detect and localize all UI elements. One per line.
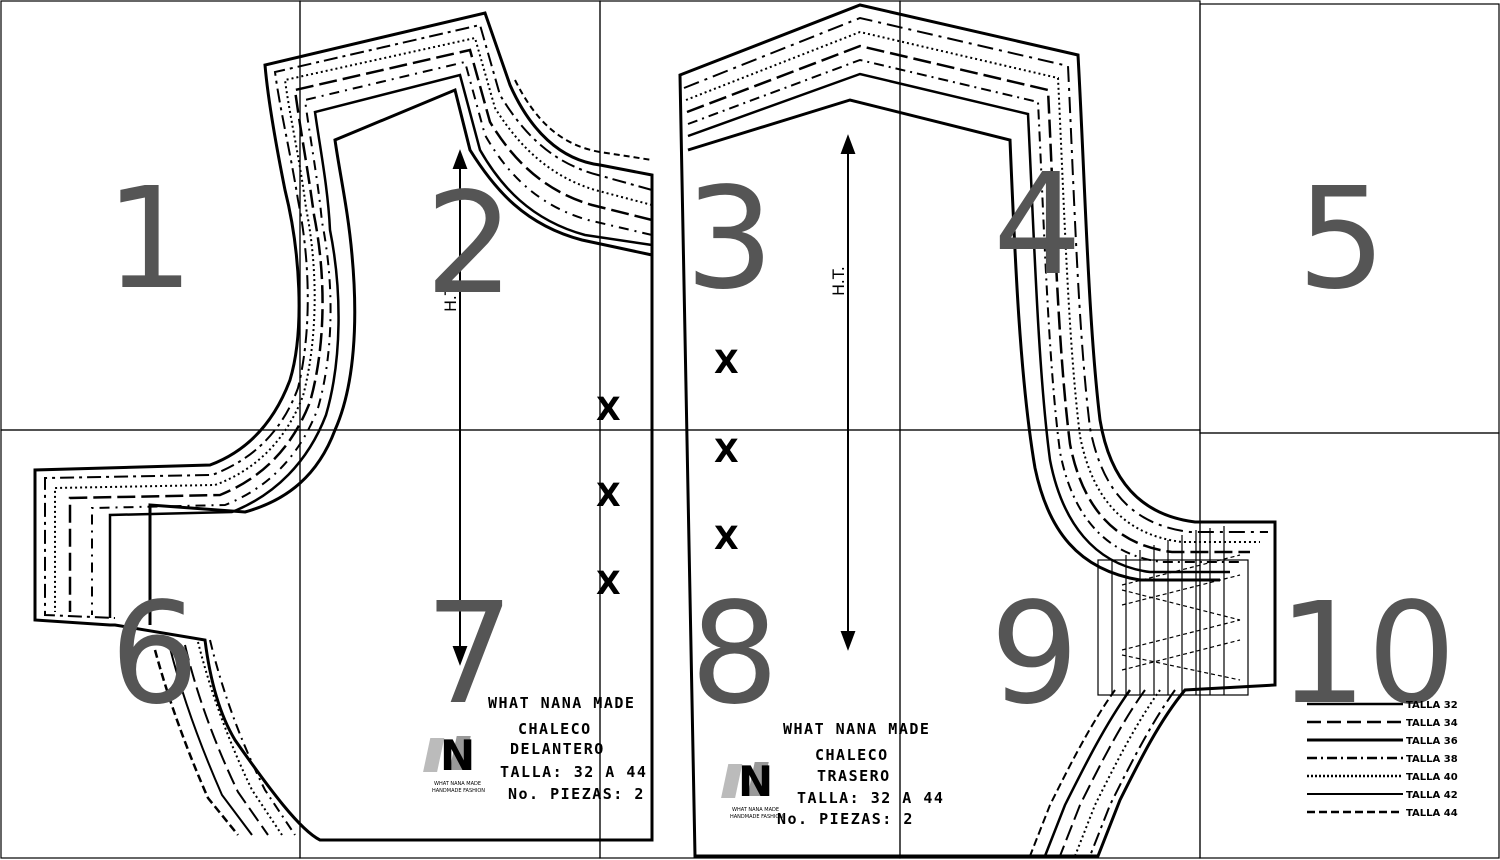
legend-label-34: TALLA 34 [1406, 718, 1458, 729]
legend-label-42: TALLA 42 [1406, 790, 1458, 801]
front-brand: WHAT NANA MADE [488, 694, 635, 712]
logo-letter: N [440, 731, 475, 780]
front-piece-count: No. PIEZAS: 2 [508, 785, 645, 803]
back-piece-name: TRASERO [817, 767, 891, 785]
legend-label-38: TALLA 38 [1406, 754, 1458, 765]
front-piece-name: DELANTERO [510, 740, 605, 758]
logo-name: WHAT NANA MADE [732, 807, 779, 813]
back-piece-count: No. PIEZAS: 2 [777, 810, 914, 828]
back-notch-mark-2: X [714, 432, 739, 470]
back-label: WHAT NANA MADE CHALECO TRASERO TALLA: 32… [777, 720, 944, 828]
front-notch-mark-3: X [596, 564, 621, 602]
grain-lines [452, 134, 856, 666]
size-legend [1307, 702, 1403, 814]
front-notch-mark-2: X [596, 476, 621, 514]
back-brand: WHAT NANA MADE [783, 720, 930, 738]
front-garment: CHALECO [518, 720, 592, 738]
tile-number-4: 4 [993, 144, 1082, 307]
tile-number-2: 2 [425, 163, 514, 326]
size-legend-labels: TALLA 32 TALLA 34 TALLA 36 TALLA 38 TALL… [1406, 700, 1458, 819]
front-size-range: TALLA: 32 A 44 [500, 763, 647, 781]
back-outline-size-32 [687, 98, 1220, 582]
front-piece [33, 11, 654, 842]
tile-number-10: 10 [1278, 573, 1456, 736]
front-grain-label: H.T. [441, 282, 460, 312]
logo-letter: N [738, 757, 773, 806]
logo-tagline: HANDMADE FASHION [730, 814, 783, 820]
tile-number-8: 8 [690, 573, 779, 736]
back-outline-size-44 [678, 3, 1277, 858]
side-seam-overlap [1097, 526, 1249, 696]
back-piece [678, 3, 1277, 858]
legend-label-32: TALLA 32 [1406, 700, 1458, 711]
tile-number-3: 3 [685, 158, 774, 321]
back-notch-mark-1: X [714, 343, 739, 381]
legend-label-36: TALLA 36 [1406, 736, 1458, 747]
legend-label-44: TALLA 44 [1406, 808, 1458, 819]
tile-number-1: 1 [105, 158, 194, 321]
front-outline-size-44 [33, 11, 654, 842]
notch-marks: X X X X X X [596, 343, 739, 602]
tile-number-5: 5 [1297, 158, 1386, 321]
tile-number-6: 6 [110, 573, 199, 736]
back-size-range: TALLA: 32 A 44 [797, 789, 944, 807]
front-notch-mark-1: X [596, 390, 621, 428]
tile-number-7: 7 [425, 573, 514, 736]
front-label: WHAT NANA MADE CHALECO DELANTERO TALLA: … [488, 694, 647, 803]
back-grain-label: H.T. [829, 266, 848, 296]
back-garment: CHALECO [815, 746, 889, 764]
tile-numbers: 1 2 3 4 5 6 7 8 9 10 [105, 144, 1456, 736]
brand-logo-back: N WHAT NANA MADE HANDMADE FASHION [721, 757, 783, 820]
logo-name: WHAT NANA MADE [434, 781, 481, 787]
logo-tagline: HANDMADE FASHION [432, 788, 485, 794]
legend-label-40: TALLA 40 [1406, 772, 1458, 783]
brand-logo-front: N WHAT NANA MADE HANDMADE FASHION [423, 731, 485, 794]
front-outline-size-32 [148, 87, 653, 625]
back-notch-mark-3: X [714, 519, 739, 557]
tile-number-9: 9 [990, 573, 1079, 736]
